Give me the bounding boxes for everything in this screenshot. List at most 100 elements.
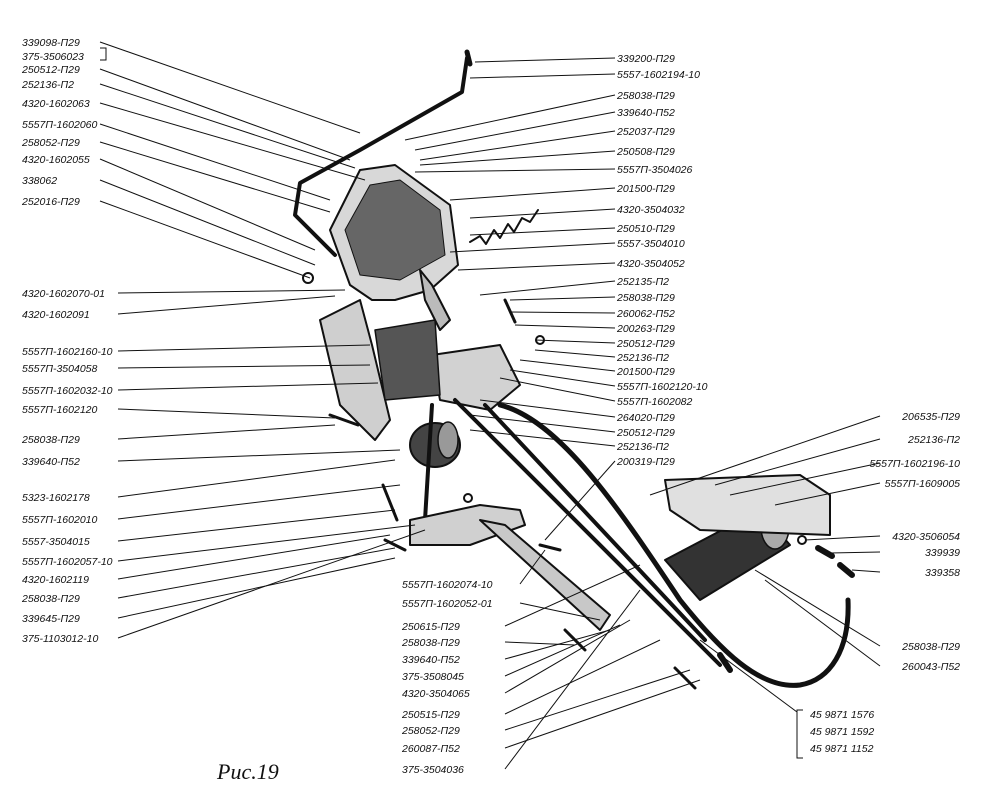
part-label-right-9: 250510-П29 (616, 223, 675, 235)
leader-left-11 (117, 295, 336, 315)
leader-far_right-3 (774, 482, 881, 506)
part-label-left-20: 5557-3504015 (22, 536, 90, 548)
bolt-1 (328, 413, 360, 427)
pedal-arm (419, 269, 451, 331)
leader-left-13 (117, 364, 371, 369)
part-label-left-23: 258038-П29 (21, 593, 80, 605)
part-label-right-2: 258038-П29 (616, 90, 675, 102)
part-label-left-22: 4320-1602119 (22, 574, 89, 586)
leader-left-18 (117, 459, 396, 498)
leader-left-17 (117, 449, 401, 462)
part-label-far_right-1: 252136-П2 (907, 434, 960, 446)
leader-far_right-4 (804, 535, 881, 541)
part-label-bottom-7: 250515-П29 (401, 709, 460, 721)
long-rod-a (453, 398, 722, 667)
leader-bottom-0 (519, 549, 546, 585)
part-label-far_right-5: 339939 (925, 547, 960, 559)
part-label-left-25: 375-1103012-10 (22, 633, 98, 645)
part-label-left-19: 5557П-1602010 (22, 514, 98, 526)
leader-left-10 (117, 289, 346, 294)
part-label-catalog-1: 45 9871 1592 (810, 726, 874, 738)
catalog-bracket (796, 709, 803, 759)
part-label-left-12: 5557П-1602160-10 (22, 346, 113, 358)
leader-right-4 (419, 130, 616, 161)
leader-right-0 (474, 57, 616, 63)
part-label-right-17: 252136-П2 (616, 352, 669, 364)
leader-bottom-8 (504, 669, 691, 731)
leader-far_right-7 (754, 569, 881, 647)
part-label-left-9: 252016-П29 (21, 196, 80, 208)
part-label-right-3: 339640-П52 (617, 107, 675, 119)
part-label-left-8: 338062 (22, 175, 57, 187)
part-label-left-13: 5557П-3504058 (22, 363, 98, 375)
bracket-plate (319, 299, 391, 441)
leader-right-22 (469, 414, 616, 433)
part-label-right-5: 250508-П29 (616, 146, 675, 158)
leader-far_right-5 (829, 551, 881, 554)
part-label-right-7: 201500-П29 (616, 183, 675, 195)
leader-right-16 (534, 339, 616, 344)
part-label-bottom-8: 258052-П29 (401, 725, 460, 737)
leader-bottom-10 (504, 589, 641, 770)
part-label-right-8: 4320-3504032 (617, 204, 685, 216)
part-label-left-24: 339645-П29 (22, 613, 80, 625)
leader-bottom-5 (504, 624, 621, 677)
leader-left-5 (99, 123, 331, 201)
part-label-right-0: 339200-П29 (617, 53, 675, 65)
leader-right-12 (479, 280, 616, 296)
leader-left-6 (99, 141, 331, 213)
leader-bottom-3 (504, 641, 576, 646)
leader-right-20 (499, 377, 616, 402)
leader-right-24 (544, 460, 616, 541)
part-label-right-6: 5557П-3504026 (617, 164, 693, 176)
part-label-left-4: 4320-1602063 (22, 98, 90, 110)
part-label-right-22: 250512-П29 (616, 427, 675, 439)
leader-far_right-1 (714, 438, 881, 486)
upper-rod (293, 56, 469, 257)
leader-left-8 (99, 179, 316, 266)
bolt-7 (381, 483, 399, 522)
leader-right-2 (404, 94, 616, 141)
part-label-right-23: 252136-П2 (616, 441, 669, 453)
fitting-b (837, 562, 855, 578)
leader-right-11 (457, 262, 616, 271)
part-label-left-10: 4320-1602070-01 (22, 288, 105, 300)
part-label-left-18: 5323-1602178 (22, 492, 90, 504)
leader-left-24 (117, 557, 396, 619)
part-label-right-12: 252135-П2 (616, 276, 669, 288)
leader-right-6 (414, 168, 616, 173)
part-label-far_right-3: 5557П-1609005 (885, 478, 961, 490)
valve-block (431, 344, 521, 411)
leader-bottom-6 (504, 619, 631, 694)
part-label-left-1: 375-3506023 (22, 51, 84, 63)
leader-right-10 (449, 242, 616, 253)
part-label-bottom-1: 5557П-1602052-01 (402, 598, 493, 610)
leader-right-18 (519, 359, 616, 372)
part-label-right-11: 4320-3504052 (617, 258, 685, 270)
part-label-right-13: 258038-П29 (616, 292, 675, 304)
roller-end (437, 421, 459, 459)
bracket-shade (344, 179, 446, 281)
leader-right-9 (469, 227, 616, 236)
part-label-right-14: 260062-П52 (616, 308, 675, 320)
leader-bottom-7 (504, 639, 661, 715)
part-label-right-10: 5557-3504010 (617, 238, 685, 250)
leader-left-15 (117, 408, 336, 419)
leader-right-15 (514, 324, 616, 329)
air-hose (497, 402, 851, 688)
part-label-right-16: 250512-П29 (616, 338, 675, 350)
long-rod-b (483, 403, 707, 642)
fitting-a (717, 652, 733, 673)
leader-left-19 (117, 484, 401, 520)
part-label-bottom-4: 339640-П52 (402, 654, 460, 666)
part-label-left-15: 5557П-1602120 (22, 404, 98, 416)
part-label-right-19: 5557П-1602120-10 (617, 381, 708, 393)
leader-right-7 (449, 187, 616, 201)
part-label-far_right-6: 339358 (925, 567, 960, 579)
part-label-catalog-0: 45 9871 1576 (810, 709, 874, 721)
chamber-bracket (664, 474, 831, 536)
part-label-catalog-2: 45 9871 1152 (810, 743, 874, 755)
washer-1 (302, 272, 314, 284)
leader-left-20 (117, 509, 396, 542)
